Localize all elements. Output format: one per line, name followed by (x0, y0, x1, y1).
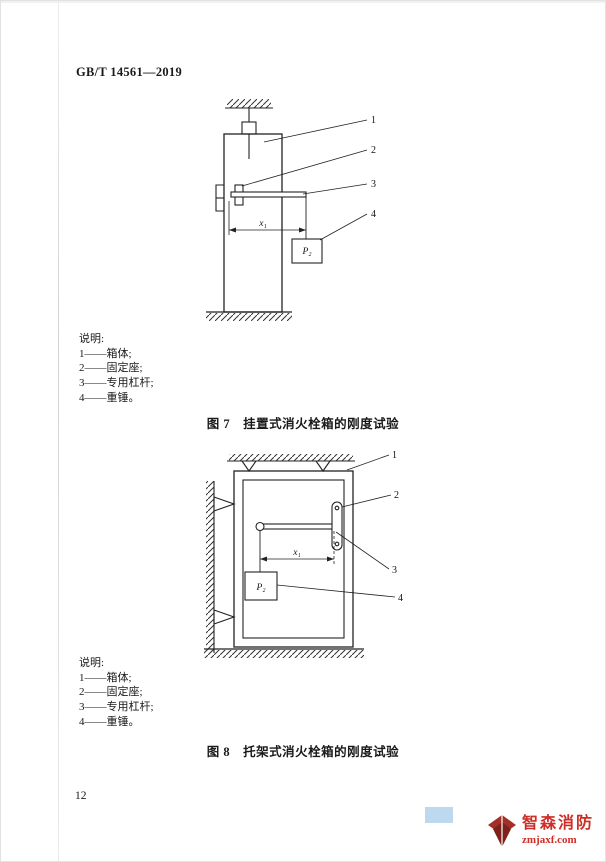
standard-code: GB/T 14561—2019 (76, 65, 183, 79)
scan-artifact-blue-box (425, 807, 453, 823)
wall-bracket-top (213, 496, 236, 512)
figure7-legend: 说明: 1——箱体; 2——固定座; 3——专用杠杆; 4——重锤。 (79, 332, 154, 406)
watermark-text: 智森消防 zmjaxf.com (522, 815, 594, 846)
page-number: 12 (75, 790, 87, 802)
lever-pivot-eye (255, 521, 265, 532)
legend-item-2: 2——固定座; (79, 362, 143, 375)
hanger-bracket (241, 121, 257, 135)
figure8-diagram: 1 2 3 4 x₁ P₂ (204, 450, 403, 658)
lever-rod (259, 523, 335, 530)
legend-item-1: 1——箱体; (79, 671, 132, 684)
ground-hatch (204, 650, 364, 658)
legend-item-3: 3——专用杠杆; (79, 701, 154, 714)
callout-line-2 (241, 149, 368, 187)
callout-label-3: 3 (371, 179, 376, 190)
box-body-outer (233, 470, 354, 648)
brand-site: zmjaxf.com (522, 833, 577, 846)
callout-line-3 (335, 531, 390, 570)
box-body-inner (242, 479, 345, 639)
figure7-diagram: 1 2 3 4 x₁ P₂ (206, 99, 376, 321)
ceiling-hatch (227, 99, 271, 108)
watermark: 智森消防 zmjaxf.com (487, 814, 594, 848)
figure7-caption: 图 7 挂置式消火栓箱的刚度试验 (206, 417, 400, 431)
callout-line-4 (276, 584, 396, 598)
legend-item-4: 4——重锤。 (79, 391, 140, 404)
callout-line-4 (319, 213, 368, 241)
legend-title: 说明: (79, 657, 105, 669)
legend-item-2: 2——固定座; (79, 686, 143, 699)
weight-label: P₂ (301, 247, 312, 257)
ceiling-hatch (229, 454, 353, 461)
legend-item-3: 3——专用杠杆; (79, 377, 154, 390)
top-support-left (240, 460, 258, 472)
weight-box (244, 571, 278, 601)
ground-hatch (206, 313, 292, 321)
callout-label-2: 2 (371, 145, 376, 156)
brand-logo-icon (488, 815, 516, 847)
callout-label-4: 4 (398, 593, 403, 604)
dim-arrowhead-left (229, 227, 236, 233)
callout-line-1 (346, 454, 390, 471)
dim-arrowhead-right (299, 227, 306, 233)
box-body (223, 133, 283, 313)
scan-crease-line (58, 1, 59, 861)
figure8-legend: 说明: 1——箱体; 2——固定座; 3——专用杠杆; 4——重锤。 (79, 656, 154, 730)
callout-line-3 (302, 183, 368, 195)
seat-hole-top (334, 505, 340, 511)
dimension-label: x₁ (258, 219, 267, 229)
legend-item-1: 1——箱体; (79, 347, 132, 360)
seat-hole-bottom (334, 541, 340, 547)
weight-label: P₂ (255, 583, 266, 593)
callout-line-2 (341, 494, 392, 508)
top-support-right (314, 460, 332, 472)
dimension-label: x₁ (292, 548, 301, 558)
legend-title: 说明: (79, 333, 105, 345)
lever-rod (230, 191, 307, 198)
wall-hatch (206, 481, 214, 653)
legend-item-4: 4——重锤。 (79, 715, 140, 728)
callout-label-1: 1 (392, 450, 397, 461)
callout-label-1: 1 (371, 115, 376, 126)
brand-name: 智森消防 (522, 815, 595, 833)
wall-bracket-bottom (213, 609, 236, 625)
fixed-seat-plate (331, 501, 343, 551)
callout-label-4: 4 (371, 209, 376, 220)
dim-arrowhead-right (327, 556, 334, 562)
scan-top-edge (1, 1, 605, 3)
callout-label-2: 2 (394, 490, 399, 501)
dim-arrowhead-left (260, 556, 267, 562)
callout-line-1 (263, 119, 368, 143)
figure8-caption: 图 8 托架式消火栓箱的刚度试验 (206, 745, 400, 759)
callout-label-3: 3 (392, 565, 397, 576)
weight-box (291, 238, 323, 264)
